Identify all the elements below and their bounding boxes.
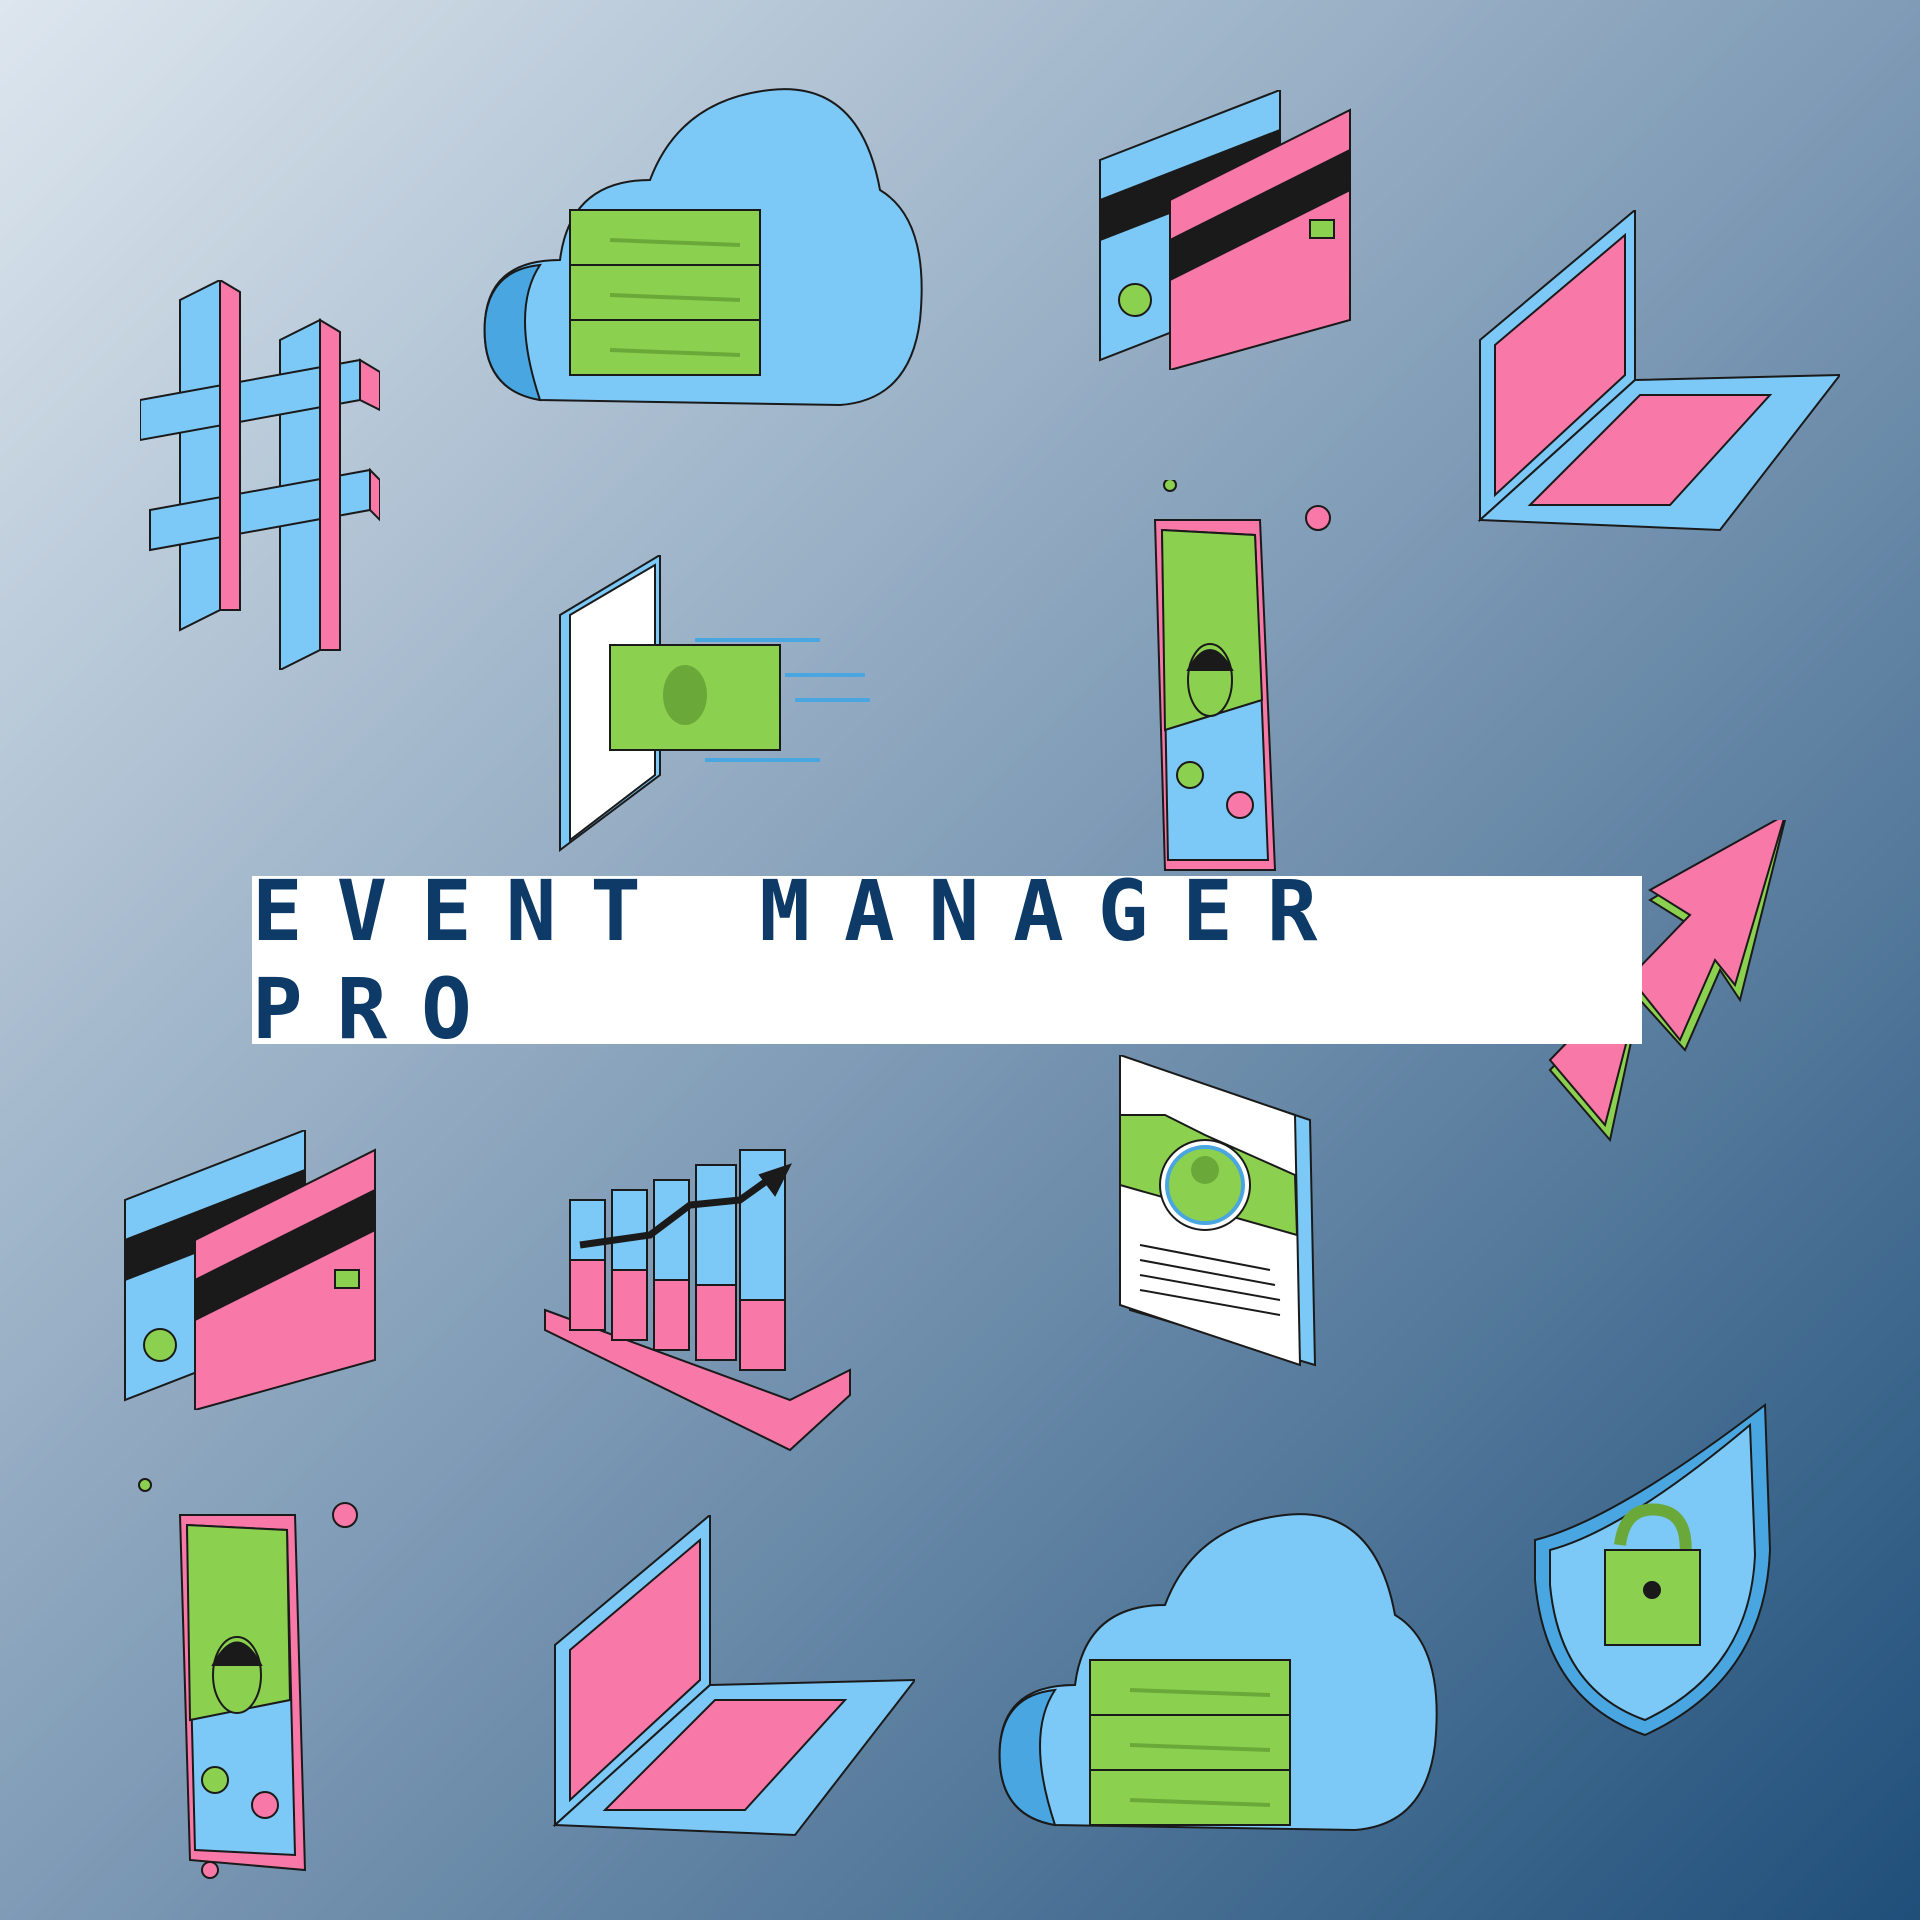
phone-face-id-icon: [1153, 480, 1331, 871]
title-banner: EVENT MANAGER PRO: [252, 862, 1642, 1058]
app-title: EVENT MANAGER PRO: [252, 862, 1352, 1058]
growth-arrow-icon: [1548, 820, 1787, 1143]
credit-card-icon: [124, 1130, 376, 1410]
laptop-icon: [1477, 210, 1840, 532]
cloud-server-icon: [483, 88, 923, 407]
cloud-server-icon: [998, 1513, 1438, 1832]
phone-money-icon: [559, 555, 870, 852]
bar-chart-icon: [544, 1149, 851, 1452]
laptop-icon: [552, 1515, 915, 1837]
phone-face-id-icon: [138, 1478, 358, 1879]
shield-lock-icon: [1534, 1403, 1772, 1737]
credit-card-icon: [1099, 90, 1351, 370]
profile-card-icon: [1119, 1055, 1317, 1367]
hashtag-icon: [140, 280, 380, 670]
